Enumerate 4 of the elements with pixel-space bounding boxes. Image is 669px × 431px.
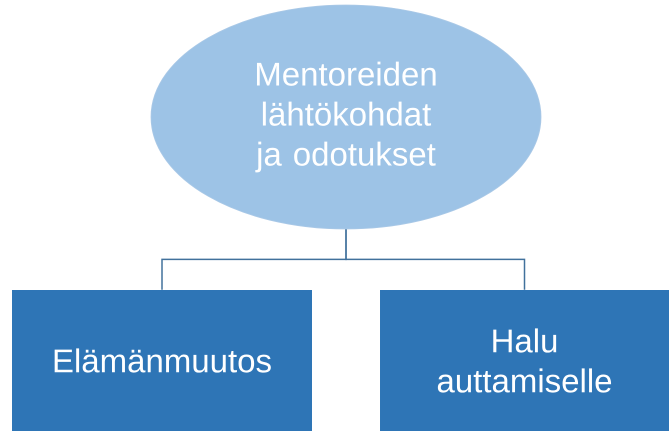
category-box: Elämänmuutos [12,290,312,431]
connector [345,229,526,290]
ellipse-node: Mentoreiden lähtökohdat ja odotukset [150,4,542,230]
category-box: Halu auttamiselle [380,290,669,431]
